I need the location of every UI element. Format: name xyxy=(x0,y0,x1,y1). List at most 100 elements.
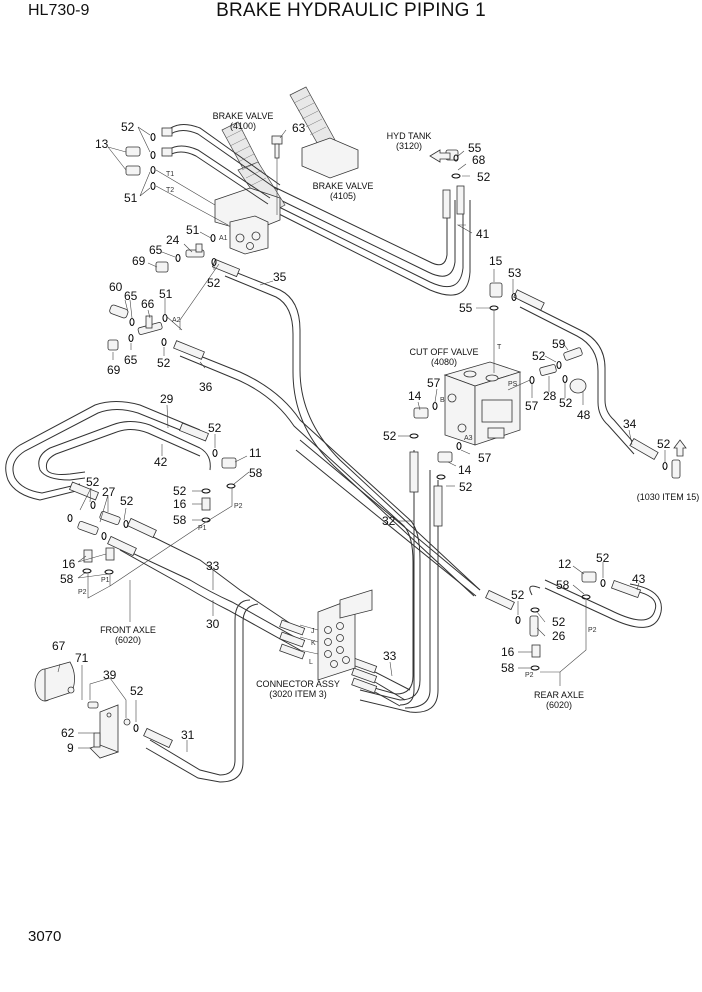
leader xyxy=(259,280,274,286)
leader xyxy=(147,262,158,268)
connector-port xyxy=(324,638,332,646)
cut-off-valve xyxy=(443,361,522,446)
callout-26: 26 xyxy=(552,629,566,643)
leader xyxy=(544,355,557,363)
o-ring-57 xyxy=(432,401,438,411)
leader xyxy=(147,309,151,319)
leader xyxy=(456,224,473,234)
caption-front-axle: FRONT AXLE(6020) xyxy=(100,625,156,645)
elbow-15 xyxy=(489,282,503,298)
port-label-p1: P1 xyxy=(101,577,110,584)
callout-52: 52 xyxy=(120,494,134,508)
callout-16: 16 xyxy=(62,557,76,571)
leader xyxy=(417,401,421,411)
callout-33: 33 xyxy=(206,559,220,573)
pipe-41c xyxy=(274,200,464,288)
leader xyxy=(77,553,107,563)
elbow-12 xyxy=(581,571,597,583)
arrow-hyd-tank-icon xyxy=(429,149,451,163)
connector-port xyxy=(336,646,344,654)
callout-41: 41 xyxy=(476,227,490,241)
callout-39: 39 xyxy=(103,668,117,682)
leader xyxy=(628,429,633,446)
tee-27b xyxy=(99,510,121,526)
pedal-left-hatch xyxy=(225,129,267,187)
washer-39 xyxy=(123,718,131,726)
o-ring-52 xyxy=(212,448,218,458)
o-ring-52 xyxy=(451,173,461,179)
callout-52: 52 xyxy=(208,421,222,435)
brake-valve-4100 xyxy=(214,121,286,255)
leader xyxy=(89,677,127,718)
hose-34-fitting-top xyxy=(513,289,545,311)
o-ring-52 xyxy=(101,531,107,541)
o-ring-52 xyxy=(530,607,540,613)
callout-52: 52 xyxy=(477,170,491,184)
callout-65: 65 xyxy=(149,243,163,257)
callout-69: 69 xyxy=(107,363,121,377)
cap-48 xyxy=(569,378,587,394)
hose-k xyxy=(279,631,306,648)
valve-block xyxy=(229,215,269,255)
valve-port-c xyxy=(246,242,254,250)
callout-52: 52 xyxy=(552,615,566,629)
o-ring-52 xyxy=(211,257,217,267)
callout-52: 52 xyxy=(383,429,397,443)
port-label-l: L xyxy=(309,659,313,666)
hose-j xyxy=(279,619,306,636)
o-ring-52 xyxy=(201,488,211,494)
leader xyxy=(57,663,61,673)
o-ring-52 xyxy=(436,474,446,480)
pipe-33a xyxy=(134,527,301,631)
pedal-right-hatch xyxy=(293,94,327,136)
tube-nut-upper xyxy=(161,127,173,137)
callout-52: 52 xyxy=(559,396,573,410)
pipe-29b xyxy=(12,409,201,494)
callout-51: 51 xyxy=(124,191,138,205)
pipe-35a xyxy=(224,267,481,591)
callout-51: 51 xyxy=(159,287,173,301)
bolt-62 xyxy=(93,732,101,748)
o-ring-52 xyxy=(90,500,96,510)
leader xyxy=(139,171,151,197)
o-ring-58 xyxy=(104,569,114,575)
hose-32-fitting-b xyxy=(433,485,443,527)
port-labels: T1 T2 A1 A2 T PS B A3 P2 P1 P2 P1 P2 P2 … xyxy=(78,171,597,679)
brake-valve-4105 xyxy=(289,86,359,179)
accumulator-body xyxy=(44,661,75,702)
callout-15: 15 xyxy=(489,254,503,268)
connector-tab xyxy=(339,589,373,619)
connector-port xyxy=(324,650,332,658)
o-ring-55 xyxy=(453,154,459,162)
callout-9: 9 xyxy=(67,741,74,755)
caption-rear-axle: REAR AXLE(6020) xyxy=(534,690,584,710)
connector-port xyxy=(336,622,344,630)
pipe-33b xyxy=(114,544,301,641)
adapter-16d xyxy=(531,644,541,658)
o-ring-55 xyxy=(489,305,499,311)
hose-29-fitting xyxy=(179,422,209,442)
o-ring-52 xyxy=(150,150,156,160)
cov-port-b xyxy=(447,393,457,403)
pipe-42-end xyxy=(199,447,211,471)
cov-port-1 xyxy=(463,370,477,378)
elbow-13b xyxy=(125,165,141,176)
callout-48: 48 xyxy=(577,408,591,422)
leader xyxy=(299,624,319,655)
cov-solenoid xyxy=(481,399,513,423)
o-ring-52 xyxy=(133,723,139,733)
tee-27a xyxy=(77,520,99,536)
o-ring-52 xyxy=(562,374,568,384)
o-ring-52 xyxy=(409,433,419,439)
bolt-63-shank xyxy=(274,143,280,159)
leader xyxy=(123,507,127,521)
o-ring-65 xyxy=(128,333,134,343)
o-ring-57 xyxy=(456,441,462,451)
callout-52: 52 xyxy=(130,684,144,698)
leader xyxy=(161,251,176,258)
pipe-42a xyxy=(38,421,201,481)
port-label-p2: P2 xyxy=(588,627,597,634)
leader xyxy=(107,146,127,171)
callout-52: 52 xyxy=(207,276,221,290)
